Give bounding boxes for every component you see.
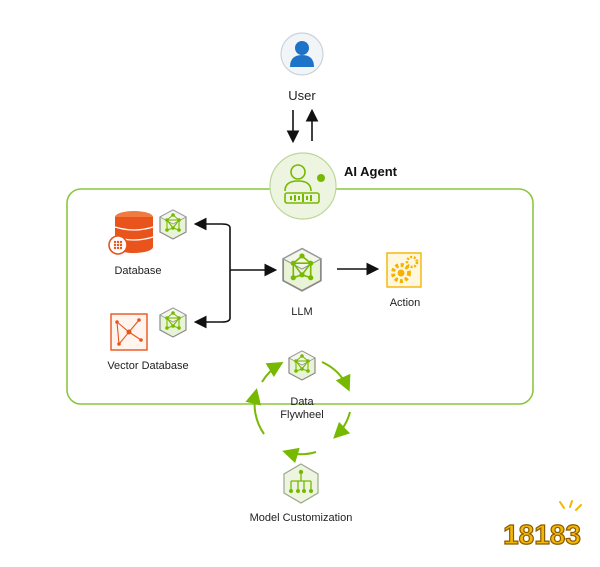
- flywheel-arrow-left: [245, 388, 265, 435]
- vector-database-nim-icon: [159, 307, 187, 338]
- flywheel-nim-icon: [288, 350, 316, 381]
- model-customization-label: Model Customization: [249, 512, 353, 524]
- watermark-logo: 18183: [492, 500, 592, 556]
- database-label: Database: [114, 265, 162, 277]
- agent-title: AI Agent: [344, 164, 397, 179]
- action-label: Action: [389, 297, 421, 309]
- connector-vector-database: [193, 315, 231, 329]
- user-icon: [280, 32, 324, 76]
- data-flywheel-label-line2: Flywheel: [280, 409, 324, 421]
- database-nim-icon: [159, 209, 187, 240]
- action-gear-icon: [386, 252, 422, 288]
- llm-label: LLM: [291, 306, 313, 318]
- flywheel-arrow-top-right: [321, 361, 351, 392]
- watermark-text: 18183: [503, 519, 581, 550]
- user-label: User: [288, 88, 316, 103]
- data-flywheel-label-line1: Data: [290, 396, 314, 408]
- ai-agent-icon: [269, 152, 337, 220]
- flywheel-arrow-right: [333, 411, 351, 439]
- llm-icon: [282, 247, 322, 292]
- database-icon: [108, 211, 154, 255]
- flywheel-arrow-top-left: [261, 361, 284, 383]
- model-customization-icon: [283, 463, 319, 504]
- vector-database-label: Vector Database: [107, 360, 189, 372]
- vector-database-icon: [110, 313, 148, 351]
- flywheel-arrow-bottom: [282, 447, 317, 464]
- connector-database: [193, 217, 231, 231]
